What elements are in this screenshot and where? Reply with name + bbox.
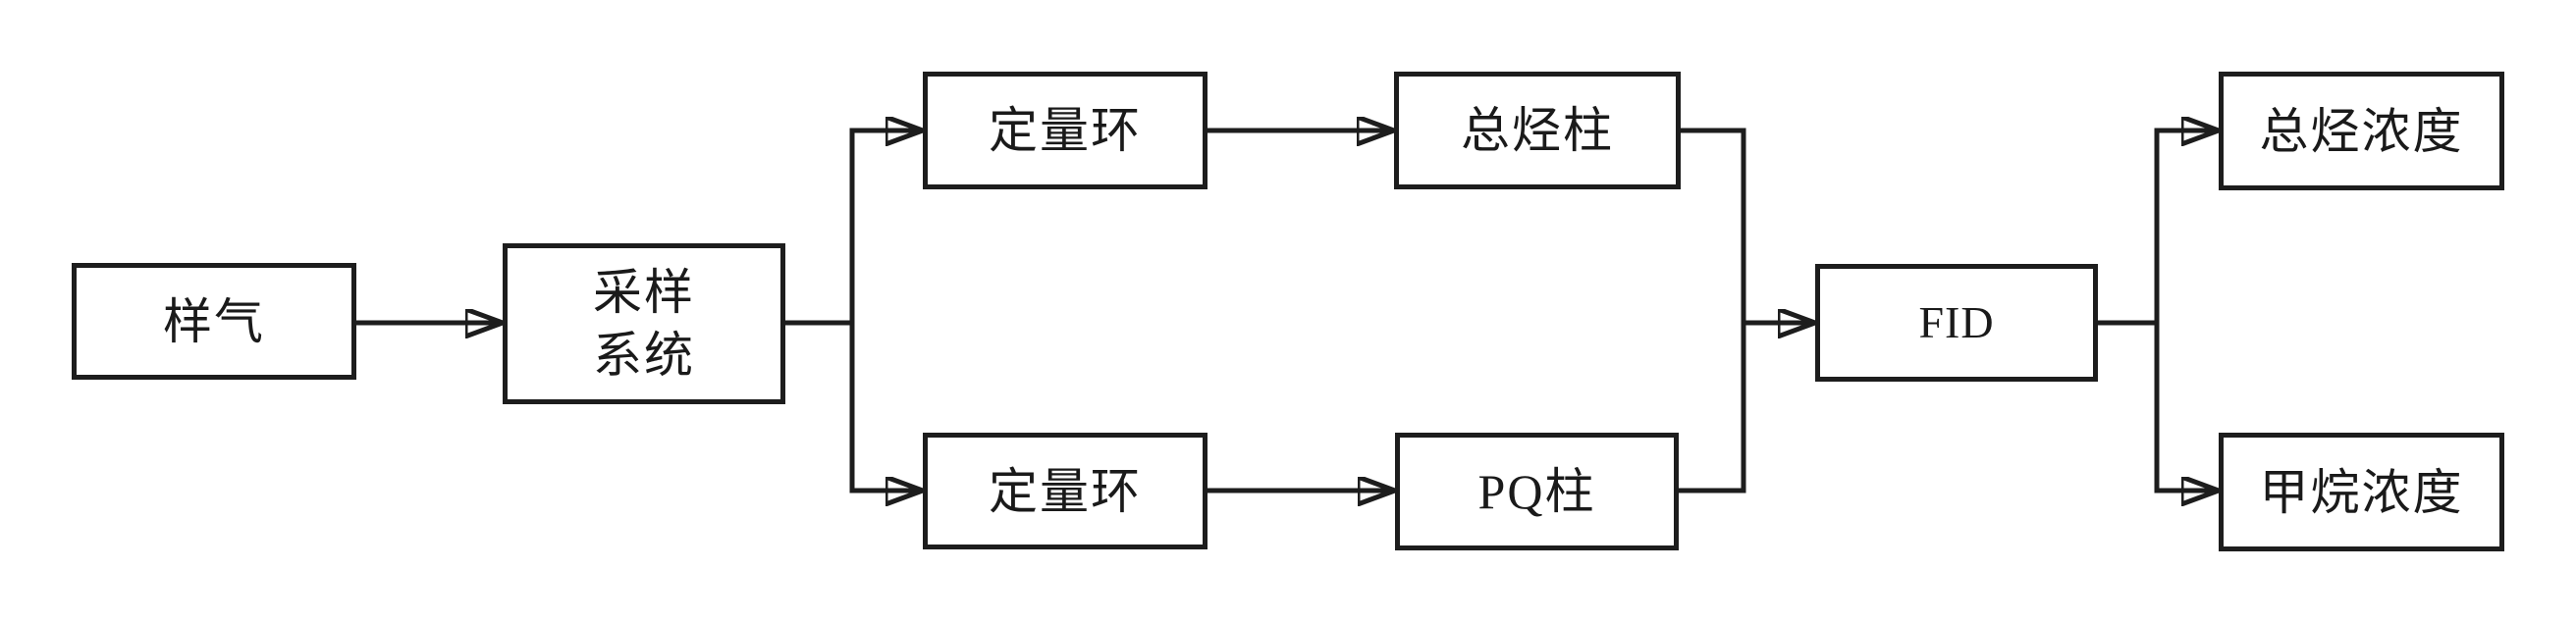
node-sample-gas: 样气 bbox=[72, 263, 356, 380]
edge-sampling-system-to-loop-bottom bbox=[849, 323, 923, 491]
edge-thc-column-to-fid bbox=[1681, 128, 1815, 323]
edge-fid-to-methane-concentration bbox=[2154, 323, 2219, 491]
node-sampling-system: 采样 系统 bbox=[503, 243, 785, 404]
edge-fid-to-thc-concentration bbox=[2098, 130, 2219, 326]
node-total-hydrocarbon-concentration: 总烃浓度 bbox=[2219, 72, 2504, 190]
node-methane-concentration: 甲烷浓度 bbox=[2219, 433, 2504, 551]
edge-sampling-system-to-loop-top bbox=[785, 130, 923, 326]
node-fid-detector: FID bbox=[1815, 264, 2098, 382]
node-pq-column: PQ柱 bbox=[1395, 433, 1679, 550]
node-total-hydrocarbon-column: 总烃柱 bbox=[1394, 72, 1681, 189]
node-quantitative-loop-bottom: 定量环 bbox=[923, 433, 1208, 549]
edge-pq-column-to-fid bbox=[1679, 323, 1746, 493]
node-quantitative-loop-top: 定量环 bbox=[923, 72, 1208, 189]
